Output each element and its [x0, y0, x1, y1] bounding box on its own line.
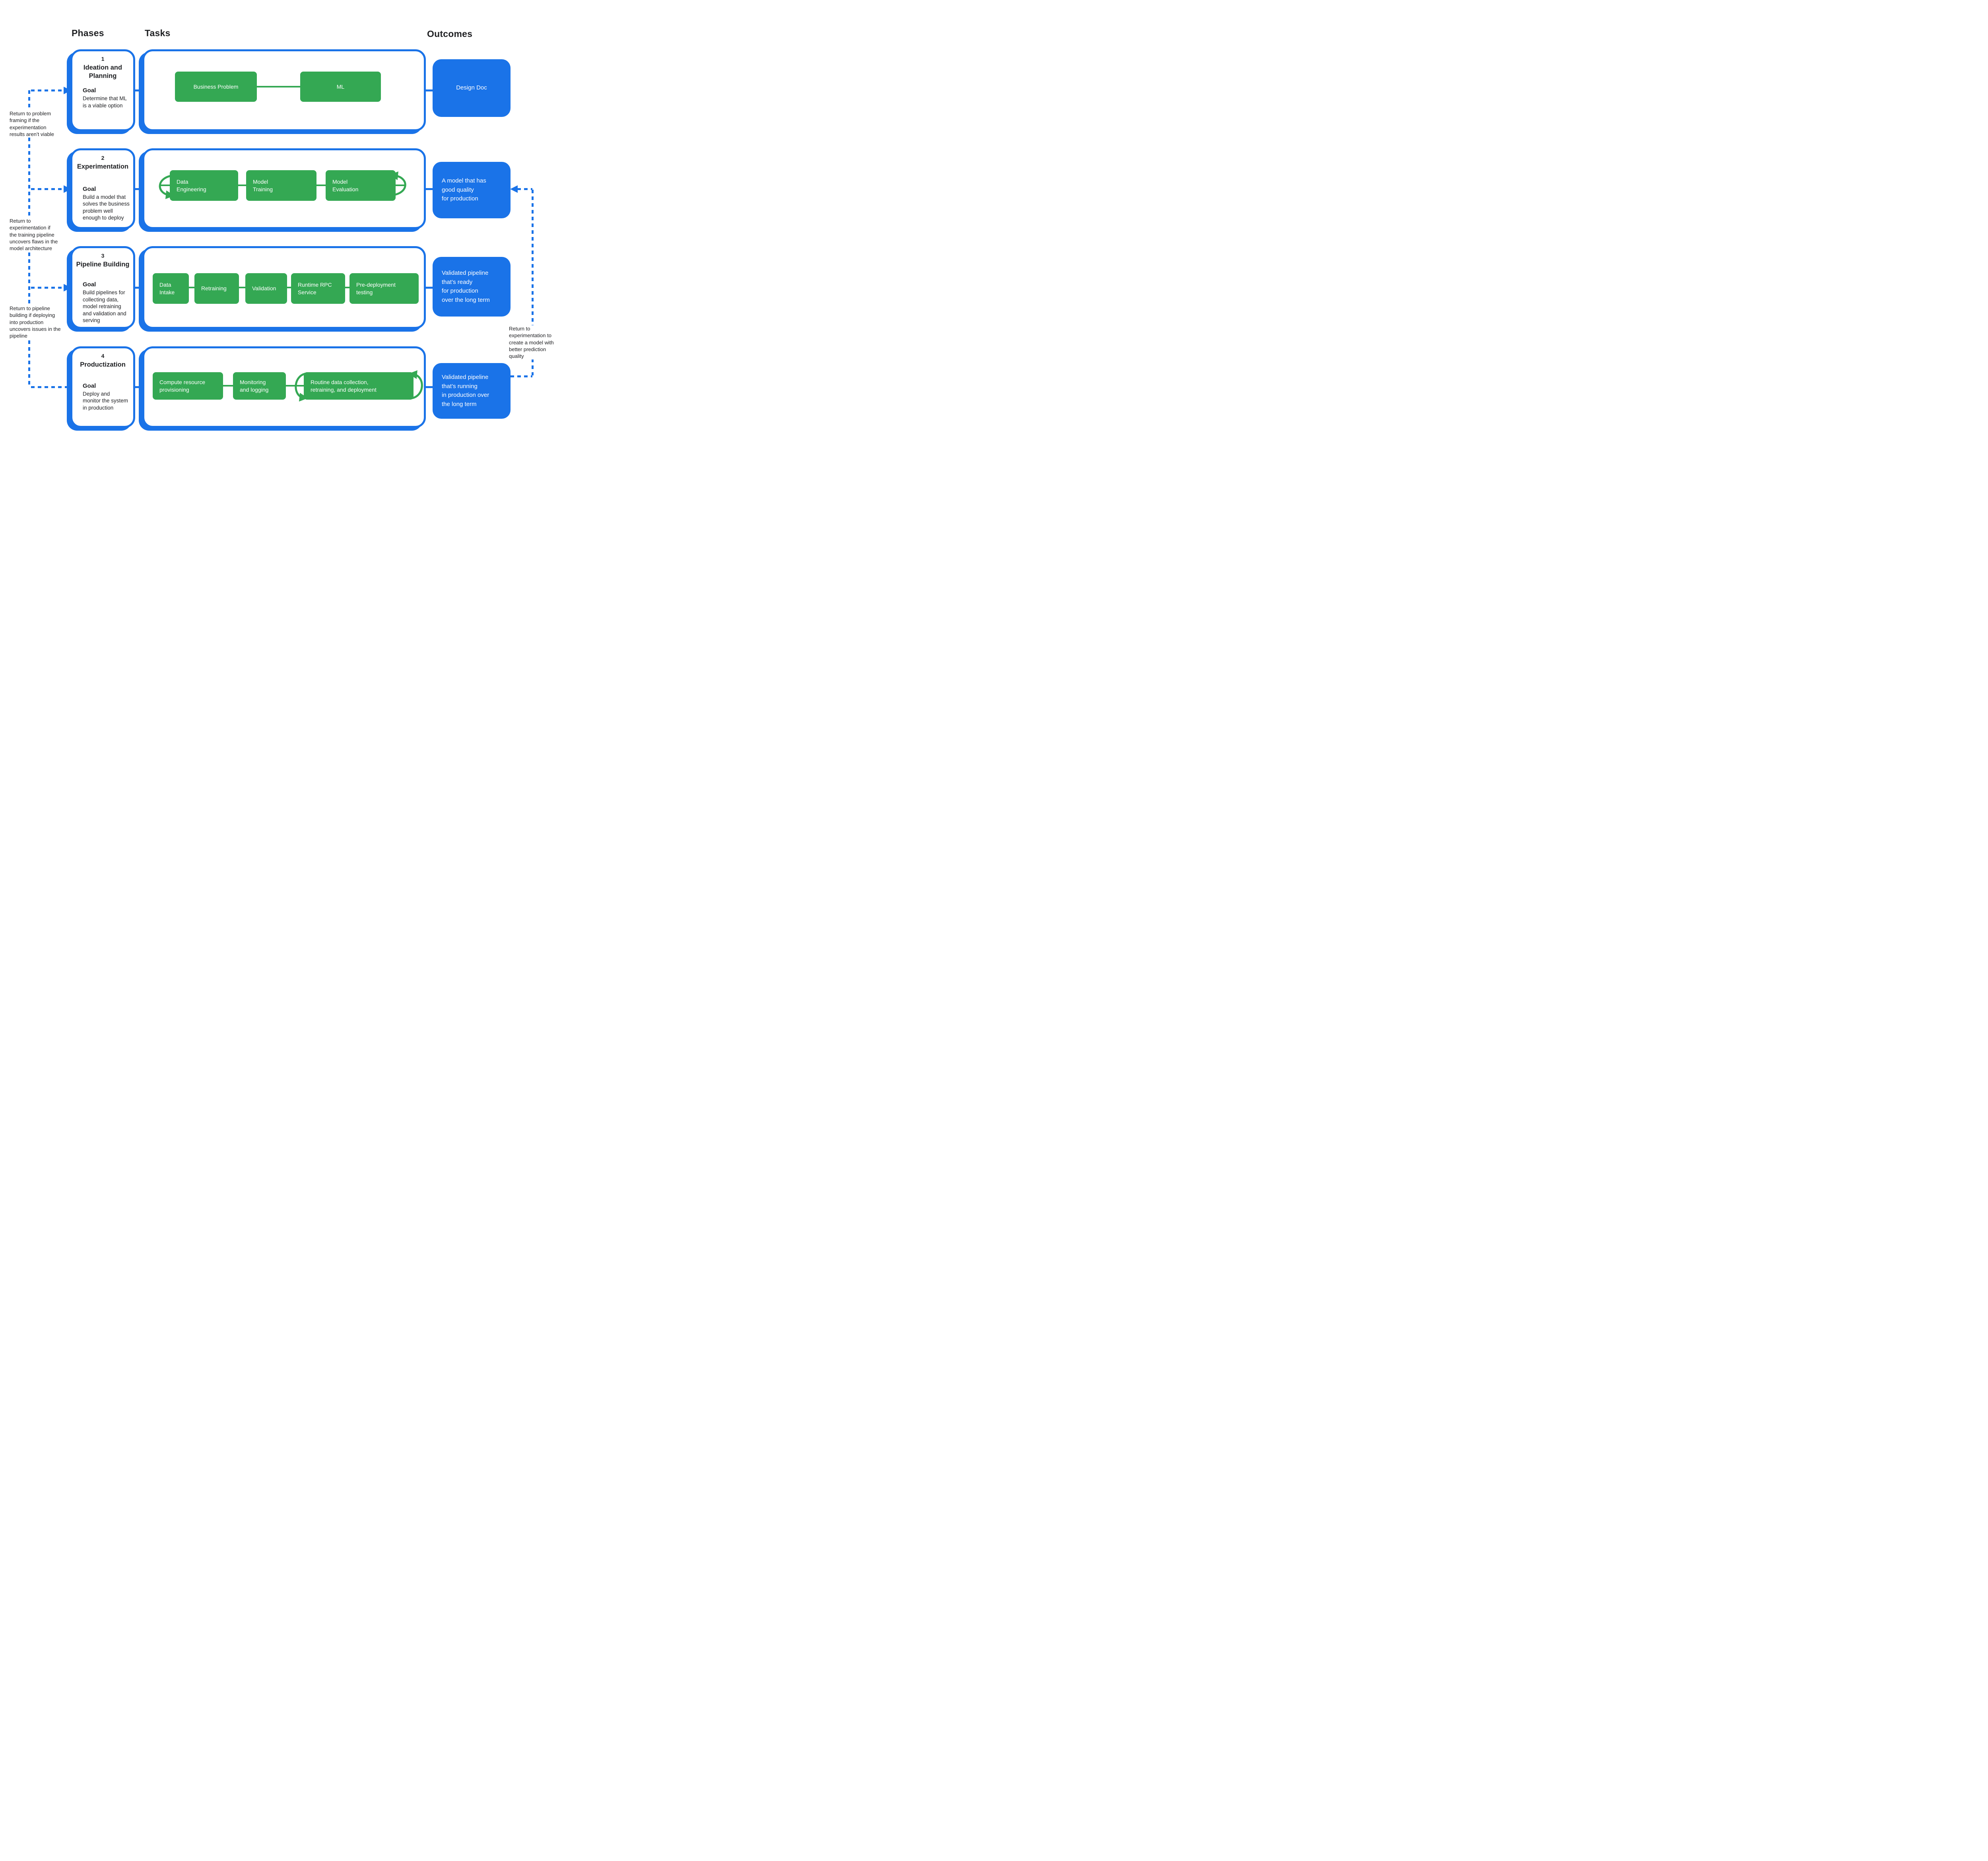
connector-de-mt	[238, 185, 246, 186]
goal-label: Goal	[83, 185, 96, 192]
left-feedback-arrow-line-phase2	[31, 188, 64, 190]
right-feedback-arrow-line	[517, 188, 532, 190]
note-return-pipeline-building: Return to pipeline building if deploying…	[10, 305, 61, 340]
outcome-design-doc: Design Doc	[433, 59, 511, 117]
right-feedback-line-bottom	[511, 375, 532, 377]
task-business-problem: Business Problem	[175, 72, 257, 102]
phase-number: 2	[101, 155, 105, 161]
left-feedback-arrow-line-phase3	[31, 287, 64, 289]
connector-rpc-pd	[345, 287, 349, 288]
goal-label: Goal	[83, 281, 96, 288]
outcome-label: Design Doc	[456, 84, 487, 91]
task-model-training: Model Training	[246, 170, 316, 201]
left-feedback-arrow-line-phase1	[31, 89, 64, 91]
task-label: Model Training	[253, 179, 273, 192]
task-label: ML	[336, 83, 345, 90]
phase-goal: Goal Determine that ML is a viable optio…	[83, 87, 130, 109]
phase-goal: Goal Deploy and monitor the system in pr…	[83, 383, 130, 412]
connector-tasks4-outcome	[426, 386, 433, 388]
phase-goal: Goal Build a model that solves the busin…	[83, 186, 130, 221]
task-routine-data-collection: Routine data collection, retraining, and…	[304, 372, 414, 400]
connector-phase4-tasks	[135, 386, 142, 388]
outcomes-column-header: Outcomes	[427, 29, 473, 39]
phase-goal: Goal Build pipelines for collecting data…	[83, 281, 130, 324]
outcome-label: Validated pipeline that’s running in pro…	[442, 374, 489, 408]
task-model-evaluation: Model Evaluation	[326, 170, 396, 201]
connector-mon-rdc	[286, 385, 304, 387]
task-label: Retraining	[201, 285, 227, 292]
goal-text: Build pipelines for collecting data, mod…	[83, 289, 126, 324]
task-validation: Validation	[245, 273, 287, 304]
connector-tasks1-outcome	[426, 89, 433, 91]
phase-number: 3	[101, 253, 105, 259]
connector-tasks2-outcome	[426, 188, 433, 190]
outcome-validated-pipeline-ready: Validated pipeline that’s ready for prod…	[433, 257, 511, 317]
task-label: Validation	[252, 285, 276, 292]
phase-box-experimentation: 2 Experimentation Goal Build a model tha…	[70, 148, 135, 229]
phase-number: 1	[101, 56, 105, 62]
task-data-intake: Data Intake	[153, 273, 189, 304]
connector-tasks3-outcome	[426, 287, 433, 289]
task-label: Data Intake	[159, 282, 175, 295]
connector-phase1-tasks	[135, 89, 142, 91]
task-label: Compute resource provisioning	[159, 379, 206, 393]
connector-business-problem-ml	[257, 86, 300, 87]
goal-text: Determine that ML is a viable option	[83, 95, 127, 109]
task-runtime-rpc-service: Runtime RPC Service	[291, 273, 345, 304]
phase-number: 4	[101, 353, 105, 359]
connector-crp-mon	[223, 385, 233, 387]
mlops-phases-diagram: Phases Tasks Outcomes 1 Ideation and Pla…	[0, 0, 564, 465]
phase-box-ideation-planning: 1 Ideation and Planning Goal Determine t…	[70, 49, 135, 131]
task-label: Monitoring and logging	[240, 379, 269, 393]
phase-title: Productization	[80, 361, 126, 368]
task-predeployment-testing: Pre-deployment testing	[349, 273, 419, 304]
task-label: Runtime RPC Service	[298, 282, 332, 295]
phase-title: Experimentation	[77, 163, 129, 170]
phases-column-header: Phases	[72, 28, 104, 38]
task-label: Routine data collection, retraining, and…	[311, 379, 377, 393]
outcome-label: Validated pipeline that’s ready for prod…	[442, 270, 490, 303]
task-data-engineering: Data Engineering	[170, 170, 238, 201]
task-ml: ML	[300, 72, 381, 102]
task-label: Data Engineering	[177, 179, 206, 192]
outcome-model-good-quality: A model that has good quality for produc…	[433, 162, 511, 218]
note-return-experimentation-right: Return to experimentation to create a mo…	[509, 325, 554, 360]
connector-di-rt	[189, 287, 194, 288]
goal-label: Goal	[83, 382, 96, 389]
task-monitoring-logging: Monitoring and logging	[233, 372, 286, 400]
phase-box-productization: 4 Productization Goal Deploy and monitor…	[70, 346, 135, 428]
task-label: Model Evaluation	[332, 179, 359, 192]
connector-va-rpc	[287, 287, 291, 288]
connector-mt-me	[316, 185, 326, 186]
connector-phase2-tasks	[135, 188, 142, 190]
note-return-problem-framing: Return to problem framing if the experim…	[10, 110, 54, 138]
task-label: Business Problem	[193, 83, 239, 90]
connector-rt-va	[239, 287, 245, 288]
goal-text: Build a model that solves the business p…	[83, 194, 130, 221]
right-feedback-line	[532, 190, 534, 375]
outcome-label: A model that has good quality for produc…	[442, 177, 486, 202]
note-return-experimentation: Return to experimentation if the trainin…	[10, 218, 58, 252]
goal-text: Deploy and monitor the system in product…	[83, 390, 128, 411]
left-feedback-line-phase4	[31, 386, 70, 388]
arrowhead-into-outcome2-icon	[510, 185, 518, 193]
connector-phase3-tasks	[135, 287, 142, 289]
task-label: Pre-deployment testing	[356, 282, 396, 295]
phase-title: Ideation and Planning	[83, 64, 122, 80]
loop-stub-left-row2	[161, 185, 170, 186]
task-compute-resource-provisioning: Compute resource provisioning	[153, 372, 223, 400]
phase-title: Pipeline Building	[76, 261, 130, 268]
outcome-validated-pipeline-running: Validated pipeline that’s running in pro…	[433, 363, 511, 419]
phase-box-pipeline-building: 3 Pipeline Building Goal Build pipelines…	[70, 246, 135, 329]
task-retraining: Retraining	[194, 273, 239, 304]
loop-stub-right-row2	[396, 185, 404, 186]
goal-label: Goal	[83, 87, 96, 94]
tasks-column-header: Tasks	[145, 28, 171, 38]
